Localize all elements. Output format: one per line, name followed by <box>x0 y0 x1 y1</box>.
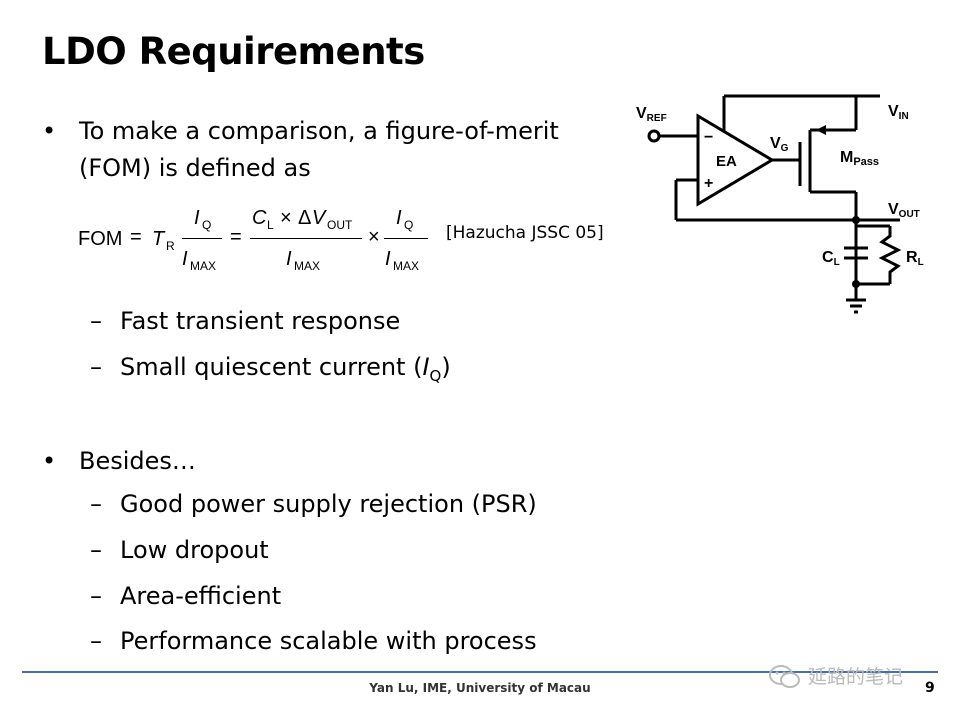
dash: – <box>90 627 102 655</box>
bullet-text-line2: (FOM) is defined as <box>79 154 311 182</box>
sub-item-quiescent-current: –Small quiescent current (IQ) <box>90 353 451 385</box>
frac2-num-V-sub: OUT <box>327 218 353 232</box>
footer-text: Yan Lu, IME, University of Macau <box>369 681 591 695</box>
frac2-num-C-sub: L <box>267 218 274 232</box>
sub-item-text: Low dropout <box>120 536 269 564</box>
formula-T: T <box>152 228 165 250</box>
wechat-watermark-icon <box>769 665 800 688</box>
bullet-text: Besides… <box>79 447 196 475</box>
sub-item-text: Small quiescent current ( <box>120 353 423 381</box>
sub-item-text: Performance scalable with process <box>120 627 537 655</box>
vg-label: VG <box>770 135 789 154</box>
frac1-line <box>182 238 222 239</box>
vout-label: VOUT <box>888 201 920 220</box>
frac2-num-V: V <box>312 207 326 229</box>
slide-title: LDO Requirements <box>42 30 425 73</box>
sub-item-psr: –Good power supply rejection (PSR) <box>90 490 537 518</box>
source-arrow <box>816 125 826 135</box>
vref-terminal <box>647 129 661 143</box>
sub-item-scalable: –Performance scalable with process <box>90 627 537 655</box>
frac1-den-sub: MAX <box>190 259 217 273</box>
rl-label: RL <box>906 249 924 268</box>
formula-times: × <box>368 226 380 248</box>
sub-item-close: ) <box>441 353 451 381</box>
frac3-den-sub: MAX <box>393 259 420 273</box>
sub-item-I: I <box>422 353 430 381</box>
vref-label: VREF <box>636 105 667 124</box>
mpass-label: MPass <box>840 149 879 168</box>
cl-label: CL <box>822 249 840 268</box>
frac2-delta: Δ <box>298 207 312 229</box>
sub-item-area-efficient: –Area-efficient <box>90 582 281 610</box>
sub-item-fast-transient: –Fast transient response <box>90 307 400 335</box>
ldo-circuit-diagram: VREF VIN VG EA − + MPass VOUT CL RL <box>636 94 924 314</box>
sub-item-low-dropout: –Low dropout <box>90 536 269 564</box>
sub-item-text: Area-efficient <box>120 582 282 610</box>
frac3-num-sub: Q <box>404 218 414 232</box>
vin-label: VIN <box>888 103 909 122</box>
frac2-den-sub: MAX <box>294 259 321 273</box>
frac1-num-I: I <box>194 207 200 229</box>
frac2-num-C: C <box>252 207 267 229</box>
dash: – <box>90 307 102 335</box>
citation: [Hazucha JSSC 05] <box>446 223 604 243</box>
footer-divider <box>22 671 938 673</box>
dash: – <box>90 490 102 518</box>
frac1-num-sub: Q <box>202 218 212 232</box>
sub-item-text: Fast transient response <box>120 307 401 335</box>
sub-item-I-sub: Q <box>429 366 442 385</box>
formula-fom: FOM <box>78 228 123 250</box>
dash: – <box>90 353 102 381</box>
frac3-num-I: I <box>396 207 402 229</box>
fom-formula: FOM = T R I Q I MAX = C L × Δ V OUT I MA… <box>78 206 438 276</box>
frac3-line <box>384 238 428 239</box>
dash: – <box>90 536 102 564</box>
ea-label: EA <box>716 153 737 170</box>
frac3-den-I: I <box>385 248 391 270</box>
watermark-text: 延路的笔记 <box>808 666 904 688</box>
ea-plus-label: + <box>704 175 713 192</box>
ground-node-dot <box>852 280 860 288</box>
frac2-den-I: I <box>286 248 292 270</box>
formula-eq-1: = <box>130 226 142 248</box>
vout-node-dot <box>852 216 860 224</box>
sub-item-text: Good power supply rejection (PSR) <box>120 490 537 518</box>
formula-T-sub: R <box>166 239 175 253</box>
bullet-dot: • <box>42 447 57 475</box>
page-number: 9 <box>925 680 935 696</box>
bullet-text-line1: To make a comparison, a figure-of-merit <box>79 117 559 145</box>
dash: – <box>90 582 102 610</box>
bullet-dot: • <box>42 117 57 145</box>
ea-minus-label: − <box>704 129 713 146</box>
frac2-line <box>250 238 362 239</box>
ea-triangle <box>696 113 775 207</box>
frac2-times: × <box>280 207 292 229</box>
frac1-den-I: I <box>182 248 188 270</box>
rl-zigzag <box>878 226 902 284</box>
formula-eq-2: = <box>230 226 242 248</box>
